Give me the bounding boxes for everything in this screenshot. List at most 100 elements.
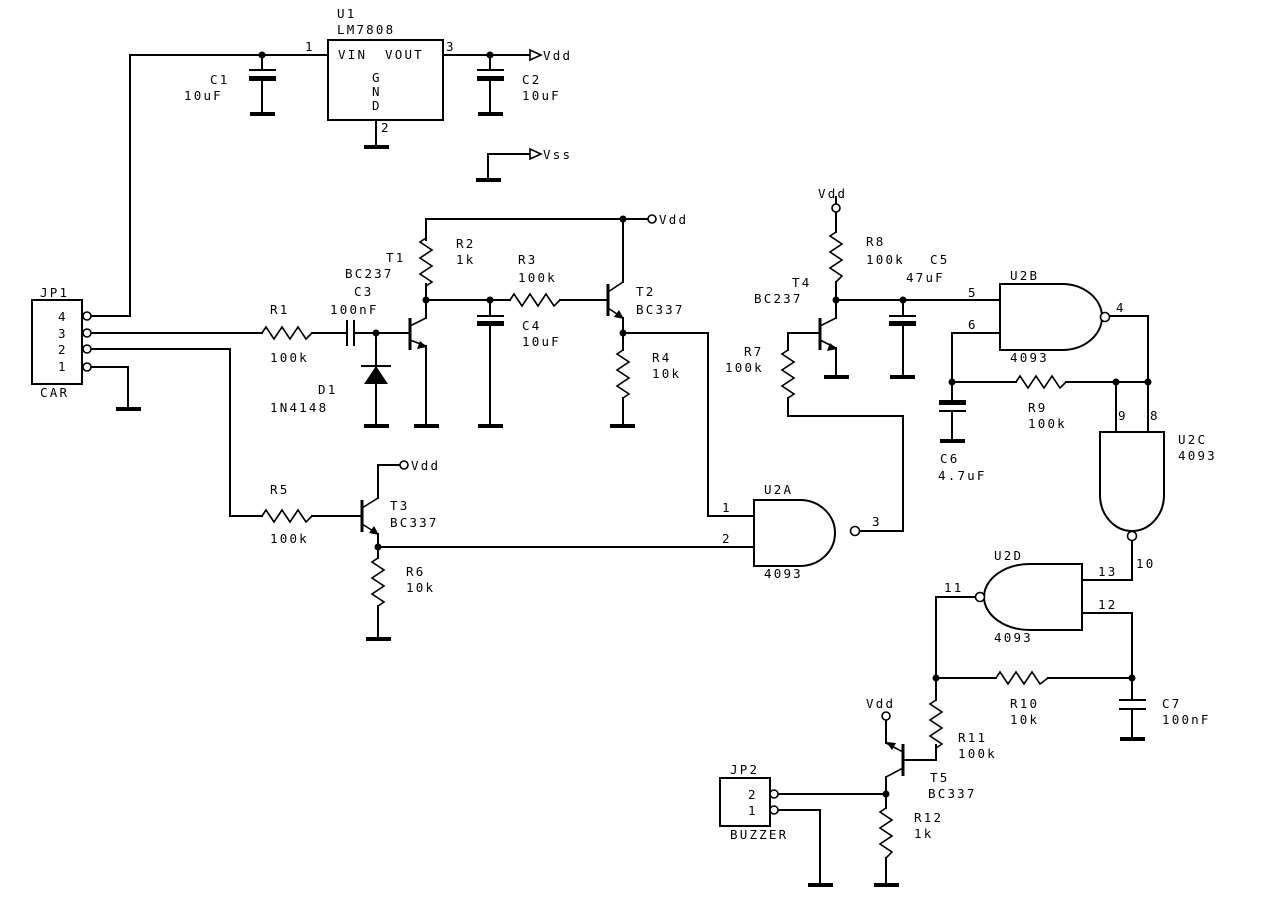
r4-ref: R4: [652, 350, 671, 365]
r1-ref: R1: [270, 302, 289, 317]
u1-gnd-g: G: [372, 70, 382, 85]
u2b-pin6: 6: [968, 317, 978, 332]
r3-value: 100k: [518, 270, 557, 285]
c5-ref: C5: [930, 252, 949, 267]
capacitor-c6: C6 4.7uF: [938, 400, 987, 483]
vdd-label: Vdd: [411, 458, 440, 473]
r9-value: 100k: [1028, 416, 1067, 431]
wires: [91, 54, 1149, 885]
jp2-pin-1: 1: [748, 803, 758, 818]
capacitor-c3: C3 100nF: [330, 284, 379, 346]
u2d-pin13: 13: [1098, 564, 1117, 579]
resistor-r7: R7 100k: [725, 344, 796, 399]
jp2-name: BUZZER: [730, 827, 788, 842]
u2b-pin4: 4: [1116, 300, 1126, 315]
vdd-terminal: [831, 203, 841, 213]
c1-value: 10uF: [184, 88, 223, 103]
c1-ref: C1: [210, 72, 229, 87]
u2a-pin2: 2: [722, 531, 732, 546]
resistor-r6: R6 10k: [370, 557, 435, 607]
ground-symbols: [116, 112, 1145, 887]
t3-value: BC337: [390, 515, 439, 530]
resistor-r12: R12 1k: [878, 807, 943, 859]
capacitor-c5: C5 47uF: [889, 252, 949, 326]
capacitor-c7: C7 100nF: [1119, 696, 1208, 727]
u1-pin1: 1: [305, 39, 315, 54]
r6-value: 10k: [406, 580, 435, 595]
c4-value: 10uF: [522, 334, 561, 349]
r4-value: 10k: [652, 366, 681, 381]
connector-jp1: JP1 CAR 4 3 2 1: [31, 285, 92, 400]
t4-ref: T4: [792, 275, 811, 290]
c3-value: 100nF: [330, 302, 379, 317]
t1-value: BC237: [345, 266, 394, 281]
r3-ref: R3: [518, 252, 537, 267]
jp1-pin-2: 2: [58, 342, 68, 357]
resistor-r10: R10 10k: [995, 670, 1049, 727]
r7-ref: R7: [744, 344, 763, 359]
c5-value: 47uF: [906, 270, 945, 285]
r11-ref: R11: [958, 730, 987, 745]
u1-pin2: 2: [381, 120, 391, 135]
u2b-value: 4093: [1010, 350, 1049, 365]
resistor-r2: R2 1k: [418, 236, 475, 287]
c6-value: 4.7uF: [938, 468, 987, 483]
r5-value: 100k: [270, 531, 309, 546]
vdd-label: Vdd: [818, 186, 847, 201]
vdd-terminal: [881, 711, 891, 721]
t5-value: BC337: [928, 786, 977, 801]
capacitor-c4: C4 10uF: [477, 315, 561, 349]
r9-ref: R9: [1028, 400, 1047, 415]
u2a-pin1: 1: [722, 500, 732, 515]
resistor-r3: R3 100k: [509, 252, 561, 308]
r8-value: 100k: [866, 252, 905, 267]
junctions: [258, 51, 1152, 798]
connector-jp2: JP2 BUZZER 2 1: [719, 762, 788, 842]
nand-gate-u2b: U2B 4093 5 6 4: [968, 268, 1126, 365]
u2c-pin9: 9: [1118, 408, 1128, 423]
t2-ref: T2: [636, 284, 655, 299]
u2c-pin8: 8: [1150, 408, 1160, 423]
u1-vin: VIN: [338, 47, 367, 62]
u2d-value: 4093: [994, 630, 1033, 645]
d1-value: 1N4148: [270, 400, 328, 415]
vdd-label: Vdd: [659, 212, 688, 227]
r10-value: 10k: [1010, 712, 1039, 727]
resistor-r11: R11 100k: [928, 699, 995, 761]
r5-ref: R5: [270, 482, 289, 497]
transistor-t4: T4 BC237: [754, 275, 837, 351]
transistor-t2: T2 BC337: [606, 281, 682, 319]
r12-ref: R12: [914, 810, 943, 825]
u2b-pin5: 5: [968, 285, 978, 300]
transistor-t3: T3 BC337: [360, 497, 439, 535]
power-flags: Vdd Vss Vdd Vdd Vdd Vdd: [399, 48, 895, 721]
transistor-t5: T5 BC337: [885, 742, 977, 801]
resistor-r8: R8 100k: [828, 231, 905, 283]
jp1-name: CAR: [40, 385, 69, 400]
r2-value: 1k: [456, 252, 475, 267]
resistor-r9: R9 100k: [1015, 374, 1067, 431]
resistor-r1: R1 100k: [261, 302, 313, 365]
jp1-ref: JP1: [40, 285, 69, 300]
t5-ref: T5: [930, 770, 949, 785]
diode-d1: D1 1N4148: [270, 365, 391, 415]
u2d-ref: U2D: [994, 548, 1023, 563]
c7-ref: C7: [1162, 696, 1181, 711]
r7-value: 100k: [725, 360, 764, 375]
u1-vout: VOUT: [385, 47, 424, 62]
vdd-label: Vdd: [866, 696, 895, 711]
r6-ref: R6: [406, 564, 425, 579]
u2c-value: 4093: [1178, 448, 1217, 463]
nand-gate-u2a: U2A 4093 1 2 3: [722, 482, 880, 581]
u2c-ref: U2C: [1178, 432, 1207, 447]
resistor-r5: R5 100k: [261, 482, 313, 546]
u1-pin3: 3: [446, 39, 456, 54]
r10-ref: R10: [1010, 696, 1039, 711]
nand-gate-u2d: U2D 4093 11 13 12: [944, 548, 1117, 645]
u1-gnd-n: N: [372, 84, 382, 99]
nand-gate-u2c: U2C 4093 9 8 10: [1099, 408, 1217, 571]
resistor-r4: R4 10k: [615, 349, 681, 399]
jp2-pin-2: 2: [748, 787, 758, 802]
c3-ref: C3: [354, 284, 373, 299]
capacitor-c2: C2 10uF: [477, 69, 559, 103]
